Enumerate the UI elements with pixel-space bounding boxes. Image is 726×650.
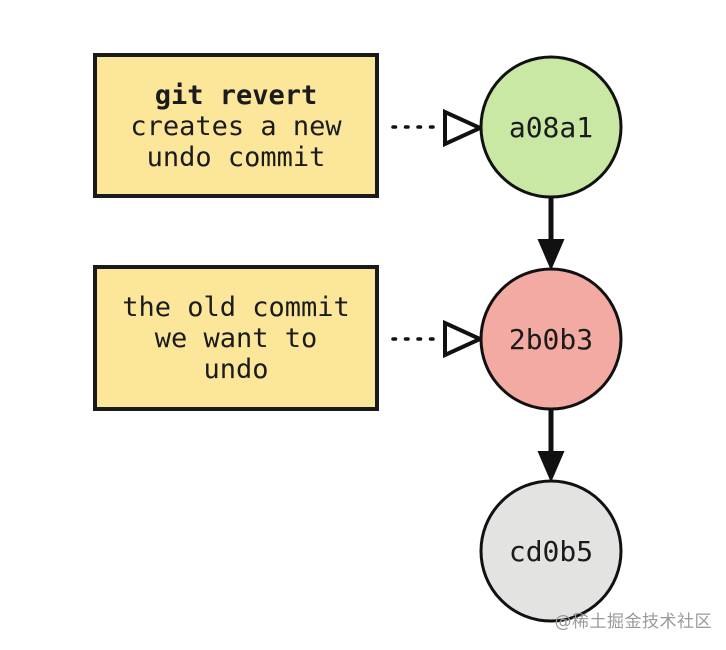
connector-top bbox=[391, 108, 485, 148]
commit-circle-cd0b5 bbox=[479, 479, 623, 623]
commit-label-2b0b3: 2b0b3 bbox=[509, 323, 593, 356]
note-git-revert: git revert creates a new undo commit bbox=[93, 53, 379, 198]
note-middle-line-3: undo bbox=[203, 354, 268, 385]
note-top-line-1: git revert bbox=[155, 80, 318, 111]
note-box-top bbox=[93, 53, 379, 198]
commit-node-2b0b3: 2b0b3 bbox=[479, 267, 623, 411]
arrow-b-to-c bbox=[537, 410, 565, 483]
note-top-line-3: undo commit bbox=[147, 142, 326, 173]
arrowhead-b-c bbox=[537, 451, 565, 483]
watermark-text: @稀土掘金技术社区 bbox=[554, 612, 712, 632]
commit-label-cd0b5: cd0b5 bbox=[509, 535, 593, 568]
commit-circle-2b0b3 bbox=[479, 267, 623, 411]
note-middle-line-1: the old commit bbox=[122, 292, 350, 323]
connector-middle bbox=[391, 319, 485, 359]
hollow-arrowhead-middle bbox=[443, 319, 485, 359]
arrow-a-to-b bbox=[537, 197, 565, 271]
note-top-line-2: creates a new bbox=[130, 111, 342, 142]
commit-node-a08a1: a08a1 bbox=[479, 55, 623, 199]
commit-node-cd0b5: cd0b5 bbox=[479, 479, 623, 623]
commit-label-a08a1: a08a1 bbox=[509, 111, 593, 144]
note-middle-line-2: we want to bbox=[155, 323, 318, 354]
note-old-commit: the old commit we want to undo bbox=[93, 265, 379, 411]
arrowhead-a-b bbox=[537, 239, 565, 271]
note-box-middle bbox=[93, 265, 379, 411]
commit-circle-a08a1 bbox=[479, 55, 623, 199]
hollow-arrowhead-top bbox=[443, 108, 485, 148]
